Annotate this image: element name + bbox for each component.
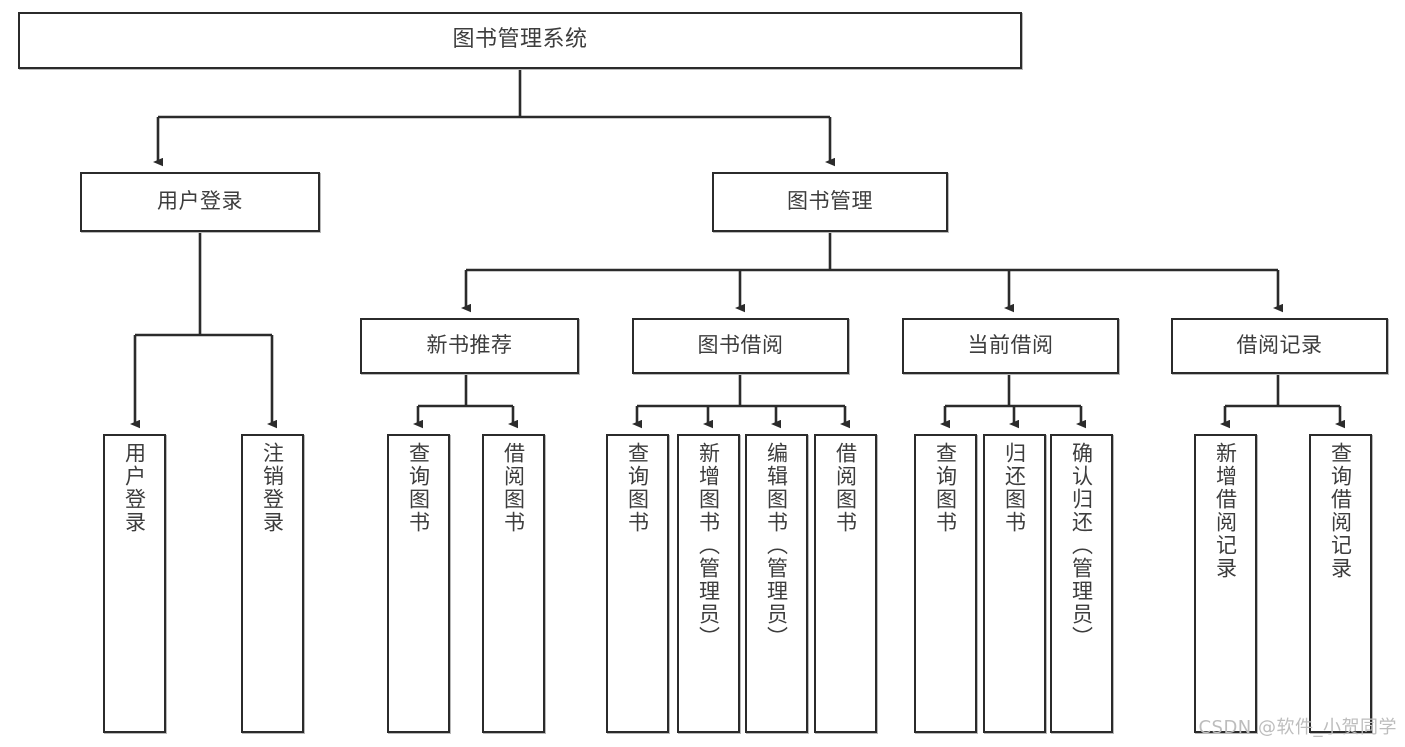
node-label-book-borrow: 图书借阅	[697, 333, 784, 358]
node-book-manage[interactable]: 图书管理	[712, 172, 948, 232]
node-label-leaf-query-book-1: 查询图书	[406, 442, 431, 534]
node-label-leaf-borrow-book-1: 借阅图书	[501, 442, 526, 534]
node-leaf-query-book-2[interactable]: 查询图书	[606, 434, 669, 733]
node-label-borrow-record: 借阅记录	[1236, 333, 1323, 358]
node-user-login[interactable]: 用户登录	[80, 172, 320, 232]
node-root[interactable]: 图书管理系统	[18, 12, 1022, 69]
node-label-leaf-confirm-return: 确认归还（管理员）	[1069, 442, 1094, 649]
node-leaf-query-record[interactable]: 查询借阅记录	[1309, 434, 1372, 733]
node-leaf-confirm-return[interactable]: 确认归还（管理员）	[1050, 434, 1113, 733]
node-book-borrow[interactable]: 图书借阅	[632, 318, 849, 374]
node-label-leaf-query-record: 查询借阅记录	[1328, 442, 1353, 580]
node-label-leaf-add-record: 新增借阅记录	[1213, 442, 1238, 580]
node-leaf-add-book[interactable]: 新增图书（管理员）	[677, 434, 740, 733]
node-label-leaf-query-book-3: 查询图书	[933, 442, 958, 534]
node-leaf-edit-book[interactable]: 编辑图书（管理员）	[745, 434, 808, 733]
node-label-new-book-rec: 新书推荐	[426, 333, 513, 358]
node-leaf-borrow-book-1[interactable]: 借阅图书	[482, 434, 545, 733]
node-label-current-borrow: 当前借阅	[967, 333, 1054, 358]
node-label-leaf-borrow-book-2: 借阅图书	[833, 442, 858, 534]
node-label-leaf-add-book: 新增图书（管理员）	[696, 442, 721, 649]
node-leaf-logout[interactable]: 注销登录	[241, 434, 304, 733]
node-borrow-record[interactable]: 借阅记录	[1171, 318, 1388, 374]
node-label-root: 图书管理系统	[452, 27, 588, 53]
node-label-leaf-edit-book: 编辑图书（管理员）	[764, 442, 789, 649]
node-label-leaf-user-login: 用户登录	[122, 442, 147, 534]
csdn-watermark: CSDN @软件_小贺同学	[1198, 717, 1397, 738]
node-leaf-return-book[interactable]: 归还图书	[983, 434, 1046, 733]
node-leaf-add-record[interactable]: 新增借阅记录	[1194, 434, 1257, 733]
node-leaf-query-book-3[interactable]: 查询图书	[914, 434, 977, 733]
node-leaf-query-book-1[interactable]: 查询图书	[387, 434, 450, 733]
node-new-book-rec[interactable]: 新书推荐	[360, 318, 579, 374]
node-label-user-login: 用户登录	[157, 189, 243, 214]
node-label-leaf-return-book: 归还图书	[1002, 442, 1027, 534]
node-leaf-user-login[interactable]: 用户登录	[103, 434, 166, 733]
node-current-borrow[interactable]: 当前借阅	[902, 318, 1119, 374]
node-leaf-borrow-book-2[interactable]: 借阅图书	[814, 434, 877, 733]
node-label-leaf-query-book-2: 查询图书	[625, 442, 650, 534]
node-label-leaf-logout: 注销登录	[260, 442, 285, 534]
node-label-book-manage: 图书管理	[787, 189, 873, 214]
